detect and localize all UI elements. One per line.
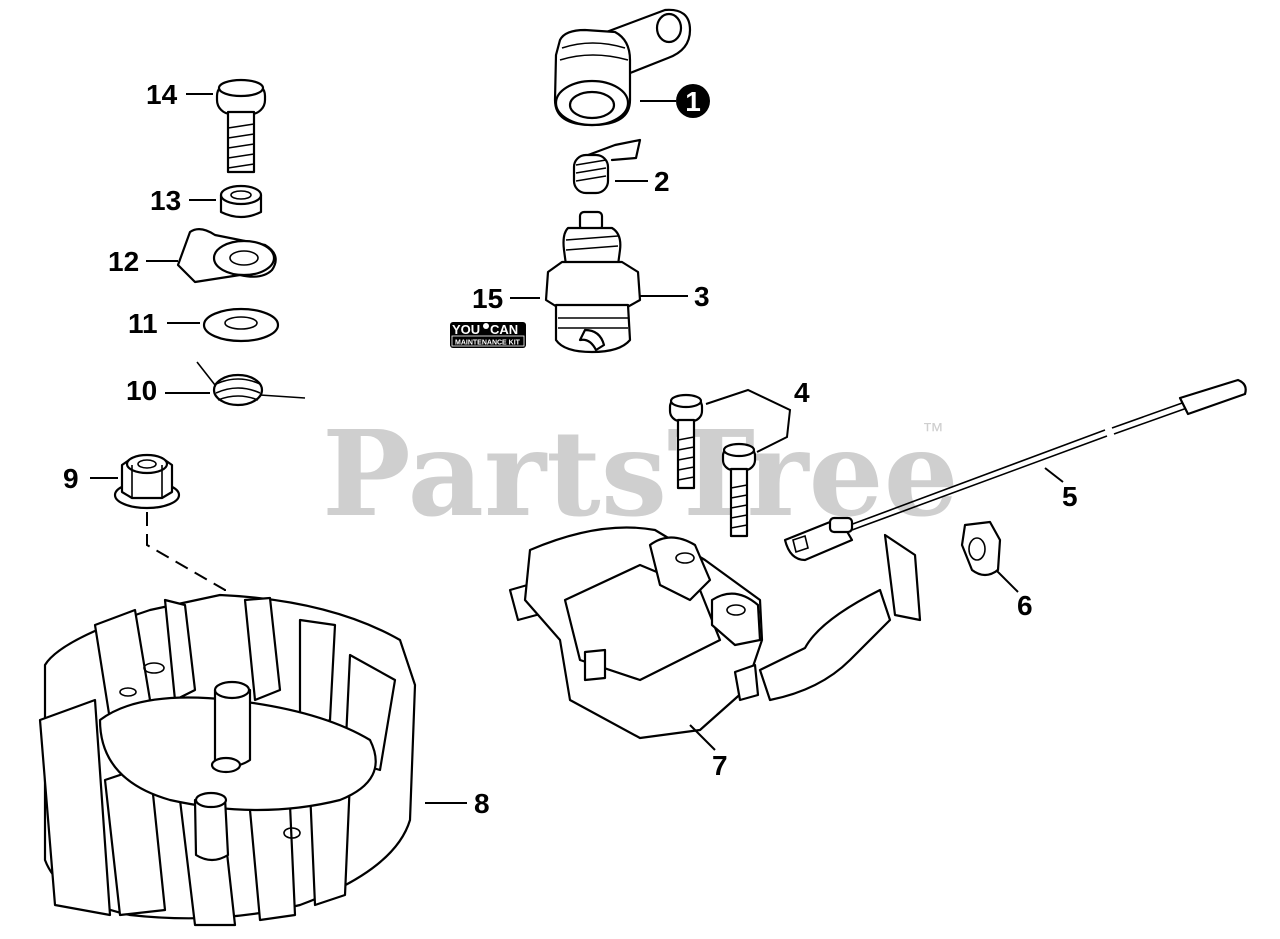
callout-12: 12: [108, 246, 139, 277]
part-8-flywheel[interactable]: [38, 593, 417, 927]
part-5-wire[interactable]: [783, 378, 1247, 562]
kit-badge-label: MAINTENANCE KIT: [455, 340, 521, 347]
part-9-nut[interactable]: [113, 453, 181, 510]
callout-2: 2: [654, 166, 670, 197]
part-14-screw[interactable]: [215, 78, 267, 174]
callout-14: 14: [146, 79, 178, 110]
trademark-symbol: ™: [922, 418, 944, 443]
callout-1: 1: [685, 86, 701, 117]
callout-11: 11: [128, 308, 158, 339]
part-7-ignition-module[interactable]: [508, 526, 922, 740]
callout-7: 7: [712, 750, 728, 781]
part-13-spacer[interactable]: [219, 184, 263, 219]
part-2-spring[interactable]: [572, 138, 642, 195]
maintenance-kit-badge: YOU CAN MAINTENANCE KIT: [450, 322, 526, 348]
kit-badge-you: YOU: [452, 322, 480, 337]
callout-5: 5: [1062, 481, 1078, 512]
watermark-text: PartsTree: [322, 404, 959, 543]
callout-4-bracket: [705, 388, 792, 453]
part-11-washer[interactable]: [202, 307, 280, 343]
callout-6: 6: [1017, 590, 1033, 621]
part-6-grommet[interactable]: [960, 520, 1002, 577]
part-3-spark-plug[interactable]: [544, 210, 642, 354]
callout-10: 10: [126, 375, 157, 406]
callout-1-badge: [676, 84, 710, 118]
callout-8: 8: [474, 788, 490, 819]
callout-15: 15: [472, 283, 503, 314]
callout-4: 4: [794, 377, 810, 408]
callout-13: 13: [150, 185, 181, 216]
part-10-torsion-spring[interactable]: [196, 361, 306, 407]
callout-3: 3: [694, 281, 710, 312]
part-12-pawl[interactable]: [176, 228, 277, 284]
kit-badge-can: CAN: [490, 322, 518, 337]
part-4-screws[interactable]: [668, 393, 757, 538]
part-1-spark-plug-boot[interactable]: [553, 8, 692, 127]
callout-9: 9: [63, 463, 79, 494]
wrench-icon: [483, 323, 489, 329]
